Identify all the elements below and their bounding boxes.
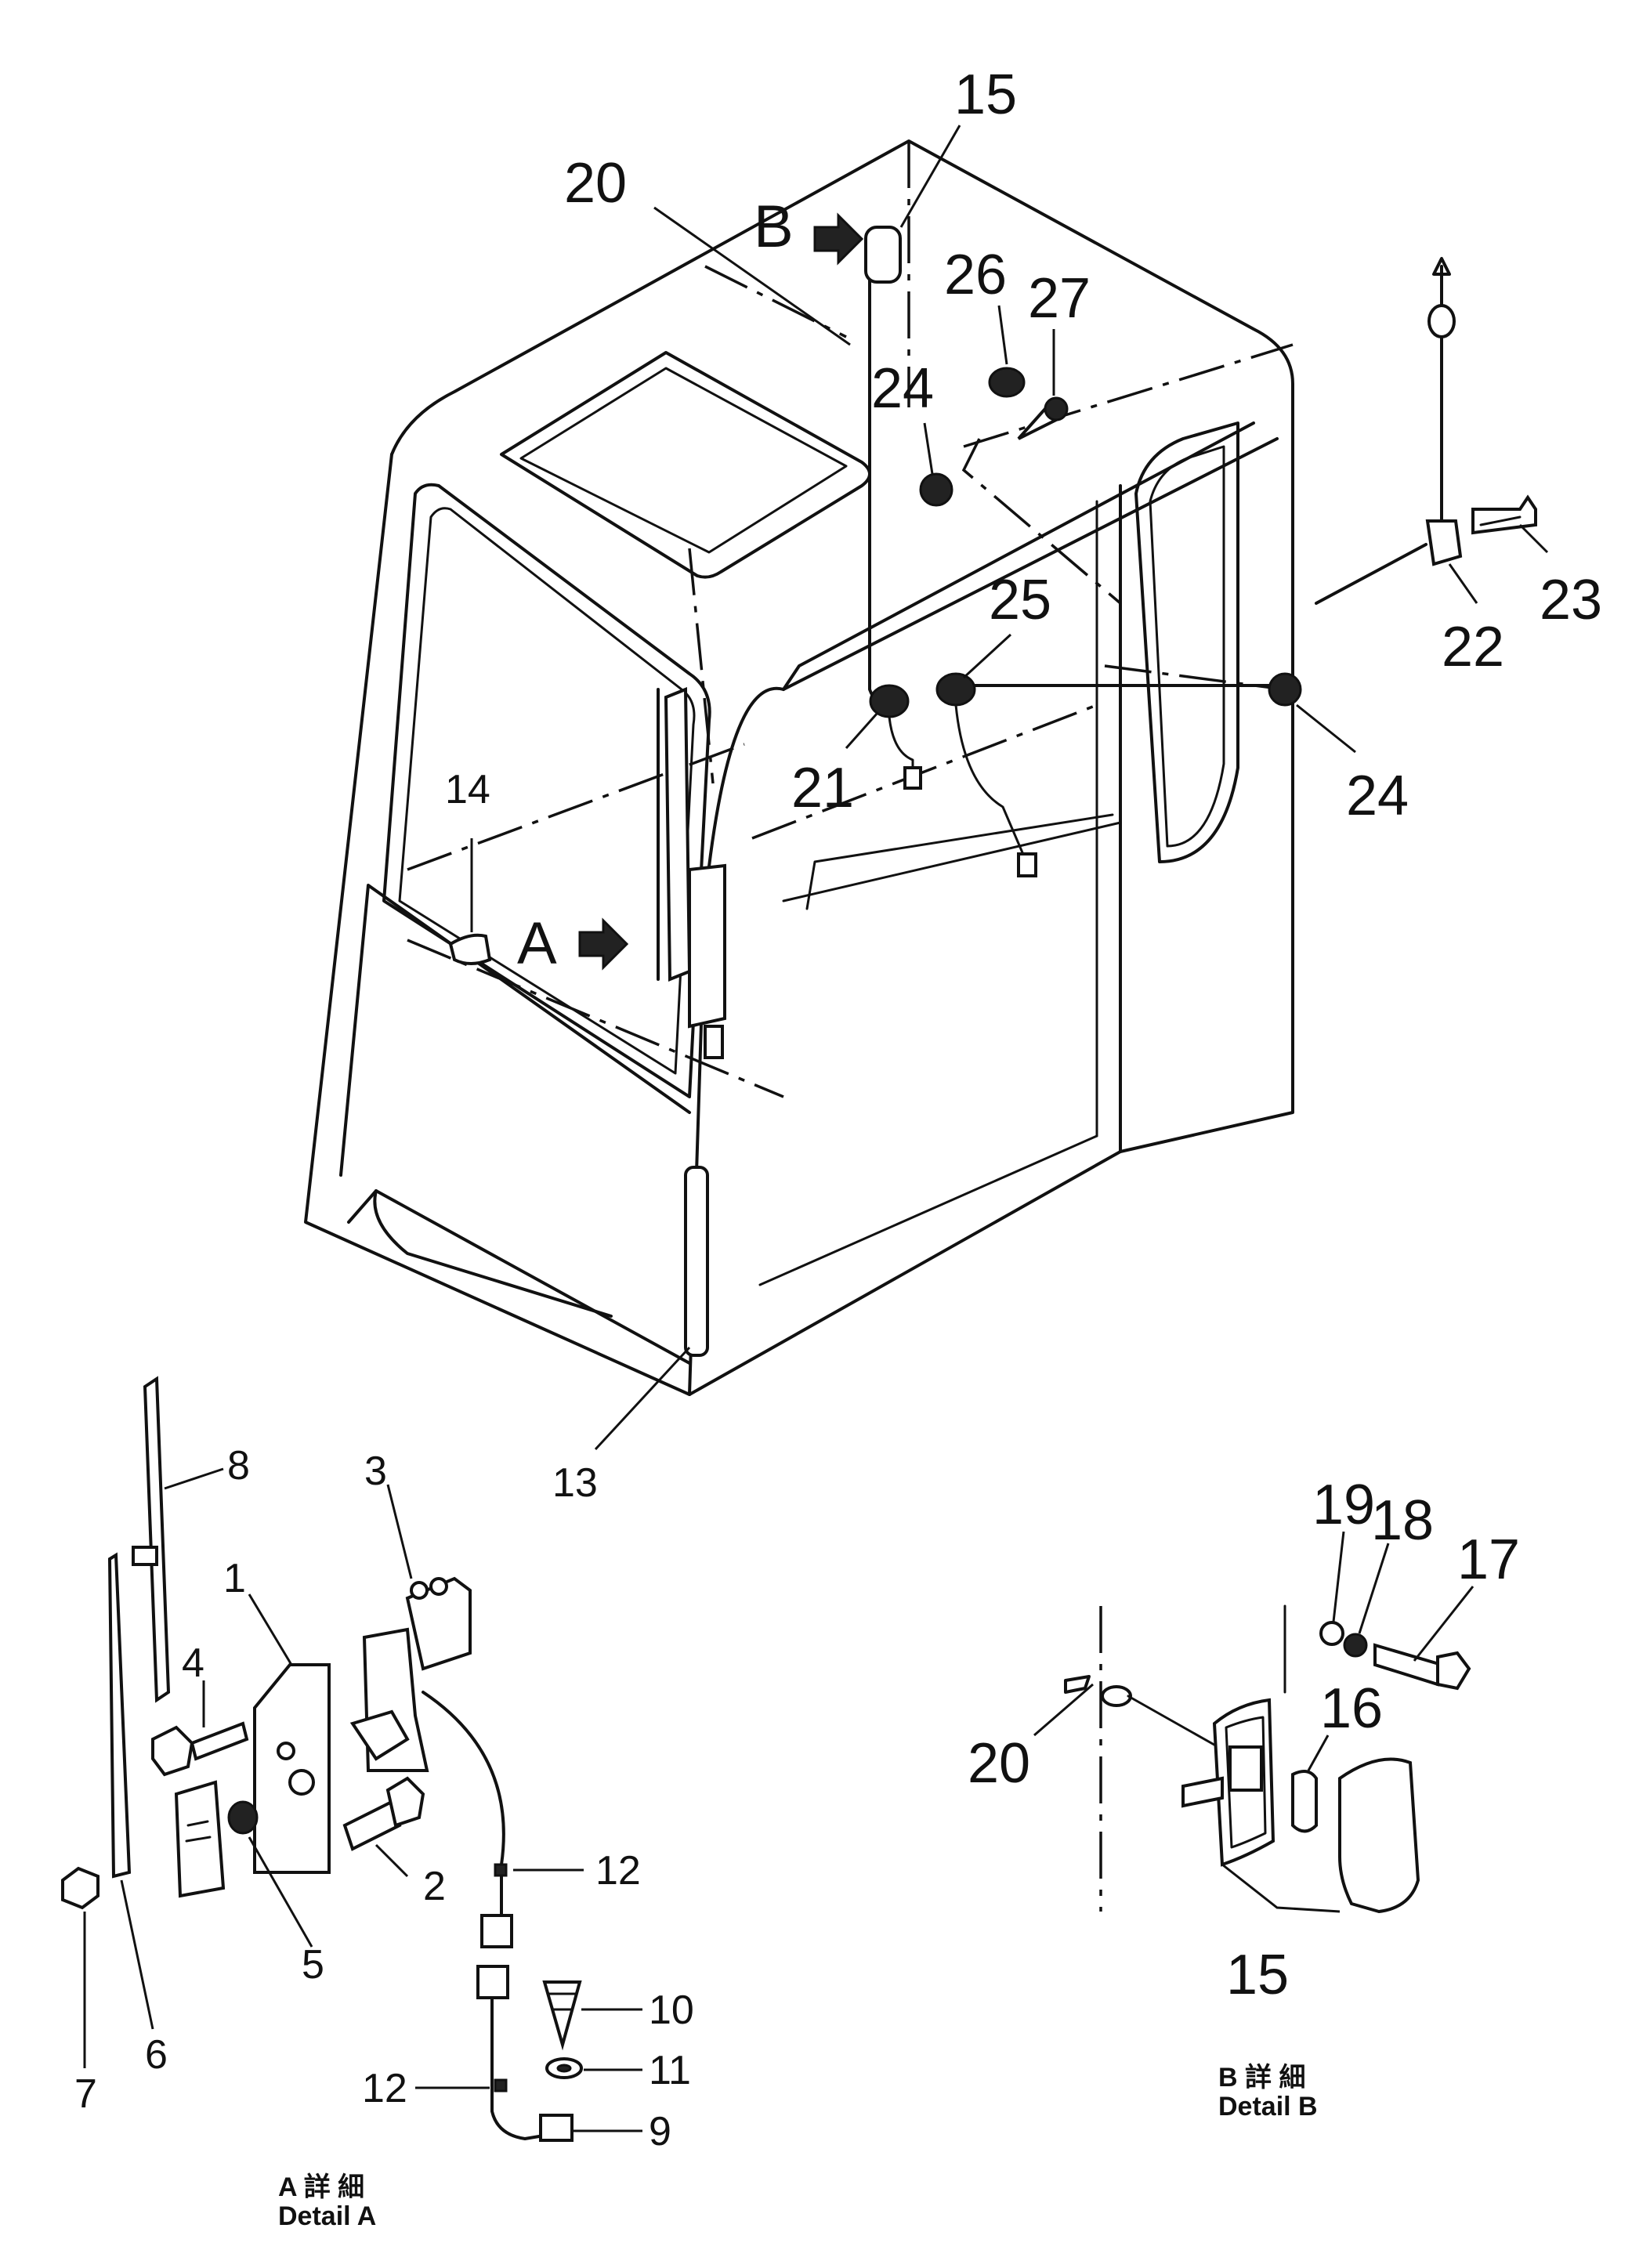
leader-2	[375, 1843, 409, 1878]
callout-a: A	[517, 910, 557, 977]
leader-8	[164, 1467, 224, 1490]
nut-part-26	[988, 367, 1026, 398]
callout-9: 9	[649, 2109, 671, 2154]
view-arrow-a	[578, 917, 629, 971]
lamp-part-15	[864, 226, 902, 284]
leader-17	[1413, 1586, 1475, 1662]
callout-23: 23	[1540, 569, 1602, 631]
leader-16	[1307, 1734, 1330, 1771]
leader-21	[845, 712, 879, 749]
callout-19: 19	[1312, 1474, 1375, 1536]
leader-6	[120, 1879, 154, 2030]
callout-5: 5	[302, 1942, 324, 1988]
leader-22	[1448, 563, 1478, 604]
callout-24b: 24	[1346, 765, 1409, 827]
leader-13	[594, 1346, 691, 1451]
detail-a-caption-en: Detail A	[278, 2201, 376, 2231]
cab-frame	[304, 139, 1294, 1396]
callout-3: 3	[364, 1449, 387, 1494]
callout-13: 13	[552, 1460, 598, 1506]
callout-26: 26	[944, 244, 1007, 306]
harness-21	[888, 715, 914, 785]
grommet-part-21	[869, 684, 910, 718]
callout-27: 27	[1028, 267, 1091, 330]
connector-21	[903, 766, 922, 790]
antenna-part-22	[1315, 257, 1463, 605]
callout-20: 20	[564, 152, 627, 215]
detail-a-parts	[61, 1376, 583, 2142]
callout-17: 17	[1457, 1528, 1520, 1591]
leader-20	[653, 206, 851, 346]
callout-16: 16	[1320, 1677, 1383, 1740]
detail-a-caption-jp: A 詳 細	[278, 2172, 364, 2202]
callout-24a: 24	[871, 357, 934, 420]
handrail-part-13	[684, 1166, 709, 1357]
detail-b-parts	[1064, 1604, 1471, 1914]
callout-1: 1	[223, 1556, 246, 1601]
grommet-part-24-upper	[919, 472, 953, 507]
callout-25: 25	[989, 569, 1051, 631]
callout-21: 21	[791, 757, 854, 819]
callout-6: 6	[145, 2032, 168, 2078]
callout-7: 7	[74, 2071, 97, 2117]
harness-25	[954, 704, 1028, 863]
callout-11: 11	[649, 2048, 691, 2093]
leader-15b	[1221, 1863, 1341, 1913]
callout-20b: 20	[968, 1732, 1030, 1795]
callout-15b: 15	[1226, 1944, 1289, 2006]
callout-12b: 12	[362, 2066, 407, 2111]
leader-5	[248, 1836, 313, 1948]
view-arrow-b	[813, 212, 864, 266]
leader-3	[386, 1484, 413, 1579]
callout-8: 8	[227, 1443, 250, 1488]
leader-23	[1518, 523, 1549, 554]
callout-15: 15	[954, 63, 1017, 126]
connector-25	[1017, 852, 1037, 877]
leader-19	[1332, 1531, 1345, 1622]
leader-20b	[1033, 1683, 1094, 1737]
leader-18	[1358, 1543, 1390, 1634]
callout-2: 2	[423, 1864, 446, 1909]
leader-25	[962, 633, 1012, 679]
callout-4: 4	[182, 1640, 204, 1686]
wiper-main-view	[657, 687, 726, 1059]
leader-24b	[1296, 704, 1356, 754]
bolt-part-23	[1471, 494, 1537, 535]
grommet-part-25	[935, 672, 976, 707]
callout-b: B	[754, 194, 794, 260]
detail-b-caption-en: Detail B	[1218, 2092, 1318, 2122]
leader-15	[899, 125, 961, 228]
screw-head-27	[1044, 396, 1069, 421]
callout-12a: 12	[595, 1848, 641, 1894]
bulb-part-14	[448, 933, 492, 965]
leader-1	[248, 1593, 293, 1666]
grommet-part-24-right	[1268, 672, 1302, 707]
callout-14: 14	[445, 767, 490, 812]
callout-22: 22	[1442, 616, 1504, 678]
leader-26	[997, 305, 1008, 365]
callout-18: 18	[1371, 1489, 1434, 1552]
leader-24a	[923, 422, 934, 475]
detail-b-caption-jp: B 詳 細	[1218, 2063, 1305, 2093]
callout-10: 10	[649, 1988, 694, 2033]
